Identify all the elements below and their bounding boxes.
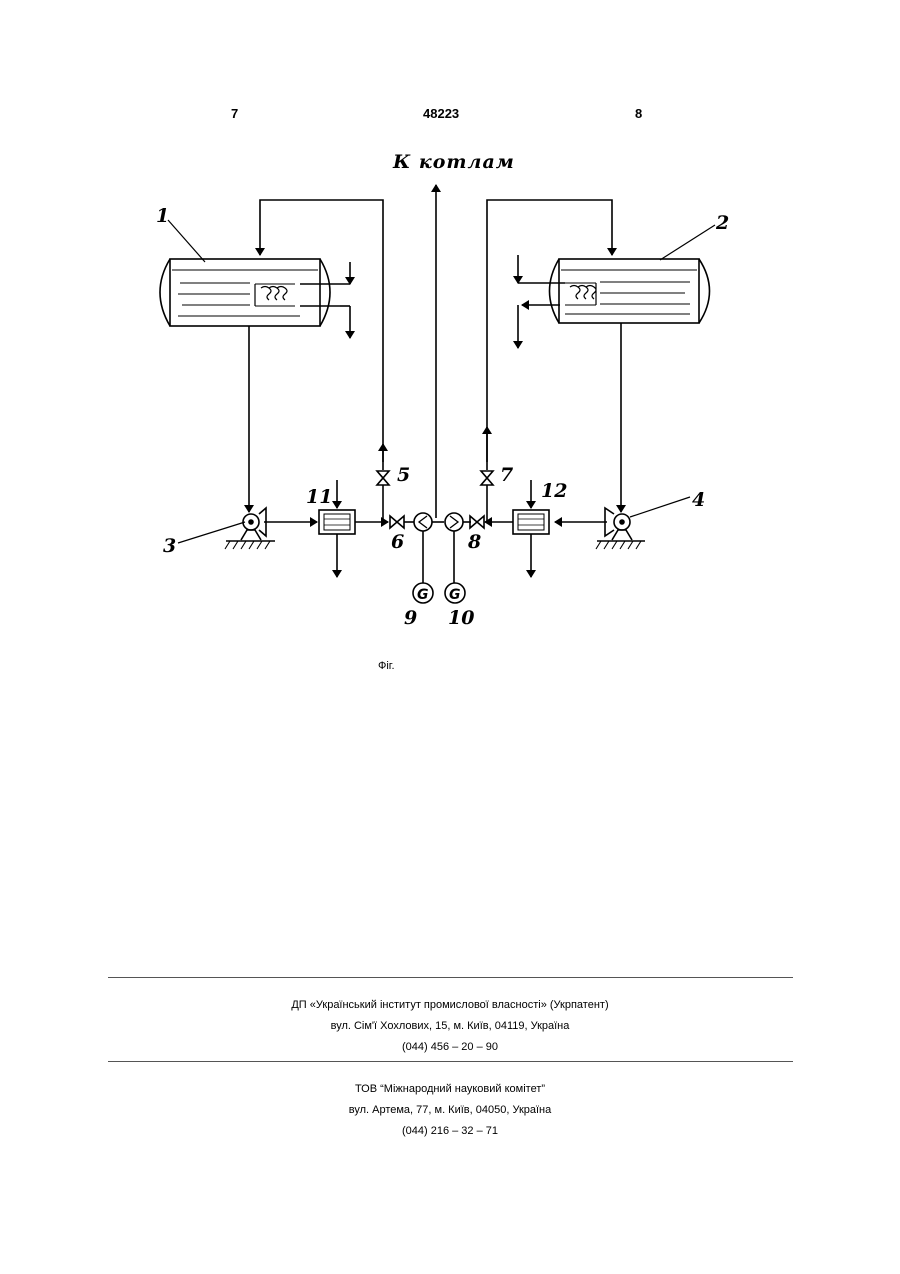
label-9: 9 — [404, 607, 417, 629]
label-8: 8 — [467, 531, 481, 553]
divider-bottom — [108, 1061, 793, 1062]
pump-3 — [225, 508, 275, 549]
label-6: 6 — [391, 531, 404, 553]
figure-title: К котлам — [392, 151, 515, 173]
publisher-name: ДП «Український інститут промислової вла… — [0, 1000, 900, 1011]
expander-left — [414, 513, 432, 583]
valve-6 — [390, 516, 404, 528]
schematic-figure: К котлам 1 2 3 4 5 6 7 8 9 10 11 12 G G — [0, 0, 900, 700]
valve-8 — [470, 516, 484, 528]
valve-7 — [481, 427, 493, 485]
label-2: 2 — [715, 212, 729, 234]
printer-name: ТОВ “Міжнародний науковий комітет” — [0, 1084, 900, 1095]
label-1: 1 — [156, 205, 169, 227]
label-5: 5 — [397, 464, 410, 486]
printer-phone: (044) 216 – 32 – 71 — [0, 1126, 900, 1137]
label-12: 12 — [541, 480, 567, 502]
label-3: 3 — [163, 535, 176, 557]
expander-right — [445, 513, 463, 583]
publisher-phone: (044) 456 – 20 – 90 — [0, 1042, 900, 1053]
generator-9-symbol: G — [417, 587, 429, 603]
divider-top — [108, 977, 793, 978]
label-4: 4 — [692, 489, 705, 511]
generator-10-symbol: G — [449, 587, 461, 603]
publisher-address: вул. Сім'ї Хохлових, 15, м. Київ, 04119,… — [0, 1021, 900, 1032]
printer-address: вул. Артема, 77, м. Київ, 04050, Україна — [0, 1105, 900, 1116]
label-11: 11 — [306, 486, 332, 508]
figure-caption: Фіг. — [378, 660, 395, 672]
tank-1 — [160, 259, 330, 326]
label-7: 7 — [500, 464, 513, 486]
tank-2 — [550, 259, 710, 323]
label-10: 10 — [448, 607, 474, 629]
